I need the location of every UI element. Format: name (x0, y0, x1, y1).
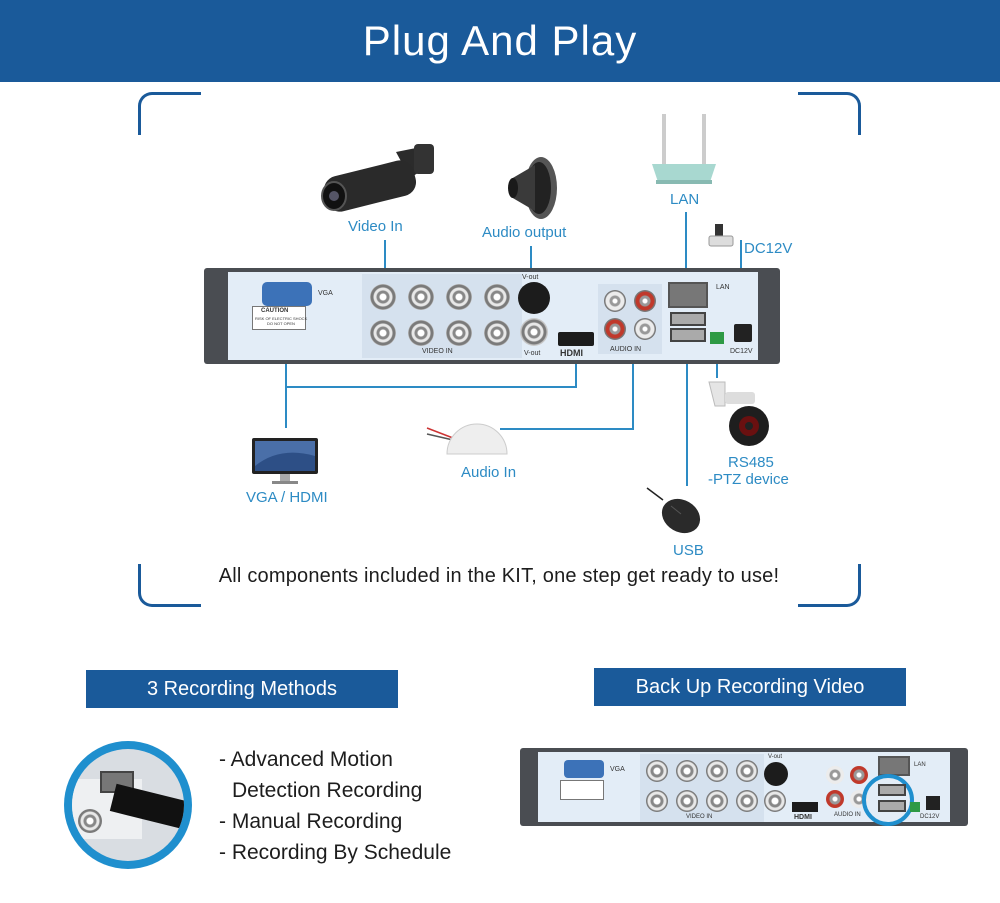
backup-vga-port (564, 760, 604, 778)
method-1-line2: Detection Recording (232, 779, 423, 802)
vga-port (262, 282, 312, 306)
backup-bnc-3 (706, 790, 728, 812)
lan-panel-label: LAN (716, 284, 730, 291)
audio-in-panel-label: AUDIO IN (610, 346, 642, 353)
bnc-port-7[interactable] (370, 320, 396, 346)
bnc-port-1[interactable] (484, 320, 510, 346)
recording-methods-title: 3 Recording Methods (86, 670, 398, 708)
speaker-image (505, 155, 560, 221)
header-banner (0, 0, 1000, 82)
backup-bnc-4 (706, 760, 728, 782)
backup-dvr-panel: VGA VIDEO IN V-out HDMI AUDIO IN LAN DC1… (520, 748, 968, 826)
ptz-camera-image (705, 378, 775, 448)
label-rs485-line2: -PTZ device (708, 471, 789, 488)
usb-port-2[interactable] (670, 328, 706, 342)
bnc-port-5[interactable] (408, 320, 434, 346)
backup-lan-port (878, 756, 910, 776)
monitor-image (250, 436, 320, 486)
backup-usb-port-1 (878, 784, 906, 796)
method-3: - Recording By Schedule (219, 841, 452, 864)
label-vga-hdmi: VGA / HDMI (246, 489, 328, 506)
bnc-port-3[interactable] (446, 320, 472, 346)
vout-top-label: V-out (522, 274, 539, 281)
connector-video-in (384, 240, 386, 290)
lan-port[interactable] (668, 282, 708, 308)
power-adapter-image (705, 222, 741, 252)
label-audio-in: Audio In (461, 464, 517, 481)
bnc-closeup (78, 809, 102, 833)
connector-audio-in (632, 360, 634, 430)
backup-bnc-6 (676, 760, 698, 782)
bracket-top-right (798, 92, 861, 135)
vga-port-label: VGA (318, 290, 333, 297)
label-video-in: Video In (348, 218, 403, 235)
connector-rs485 (716, 358, 718, 378)
backup-bnc-8 (646, 760, 668, 782)
video-in-panel-label: VIDEO IN (422, 348, 453, 355)
bnc-port-6[interactable] (408, 284, 434, 310)
bnc-port-4[interactable] (446, 284, 472, 310)
connector-vga-hdmi (285, 386, 577, 388)
dc12v-port[interactable] (734, 324, 752, 342)
usb-closeup-circle (64, 741, 192, 869)
router-image (648, 112, 720, 188)
bracket-bottom-left (138, 564, 201, 607)
dvr-back-panel: VGA CAUTION RISK OF ELECTRIC SHOCK DO NO… (204, 268, 780, 364)
bracket-bottom-right (798, 564, 861, 607)
backup-bnc-2 (736, 760, 758, 782)
vout-bnc-port[interactable] (520, 318, 548, 346)
mouse-image (645, 484, 705, 536)
connector-audio-in-h (500, 428, 634, 430)
label-audio-output: Audio output (482, 224, 567, 241)
connector-audio-output (530, 246, 532, 282)
camera-image (318, 142, 438, 212)
backup-bnc-7 (646, 790, 668, 812)
page-title: Plug And Play (362, 17, 638, 64)
rs485-terminal[interactable] (710, 332, 724, 344)
backup-bnc-1 (736, 790, 758, 812)
hdmi-panel-label: HDMI (560, 348, 583, 358)
hdmi-port[interactable] (558, 332, 594, 346)
backup-title: Back Up Recording Video (594, 668, 906, 706)
connector-hdmi (575, 362, 577, 388)
method-2: - Manual Recording (219, 810, 403, 833)
label-dc12v: DC12V (744, 240, 793, 257)
connector-lan (685, 212, 687, 290)
backup-hdmi-port (792, 802, 818, 812)
vout-bottom-label: V-out (524, 350, 541, 357)
bnc-port-8[interactable] (370, 284, 396, 310)
microphone-image (425, 408, 509, 458)
backup-usb-port-2 (878, 800, 906, 812)
audio-port-4[interactable] (604, 318, 626, 340)
caution-sticker: CAUTION RISK OF ELECTRIC SHOCK DO NOT OP… (252, 306, 307, 330)
method-1-line1: - Advanced Motion (219, 748, 393, 771)
audio-port-3[interactable] (604, 290, 626, 312)
tagline: All components included in the KIT, one … (218, 565, 780, 587)
label-lan: LAN (670, 191, 700, 208)
backup-usb-highlight (862, 774, 914, 826)
bracket-top-left (138, 92, 201, 135)
label-rs485-line1: RS485 (728, 454, 774, 471)
connector-usb (686, 360, 688, 486)
audio-port-2[interactable] (634, 318, 656, 340)
backup-bnc-5 (676, 790, 698, 812)
audio-port-1[interactable] (634, 290, 656, 312)
vout-hole (518, 282, 550, 314)
connector-vga (285, 300, 287, 428)
backup-vout-bnc (764, 790, 786, 812)
usb-port-1[interactable] (670, 312, 706, 326)
bnc-port-2[interactable] (484, 284, 510, 310)
label-usb: USB (673, 542, 704, 559)
dc12v-panel-label: DC12V (730, 348, 753, 355)
